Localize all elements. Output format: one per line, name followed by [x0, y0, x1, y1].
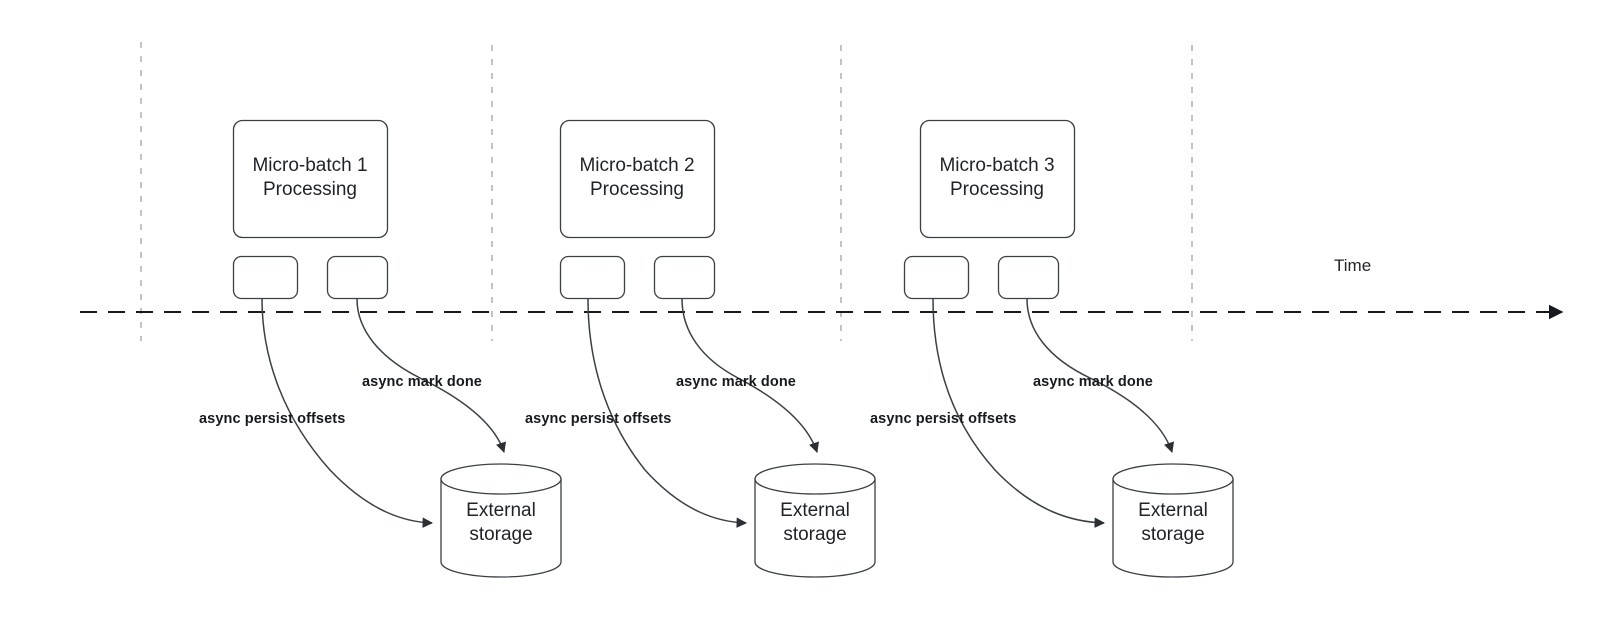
edge-label-group-2-mark-done: async mark done: [676, 374, 796, 390]
storage-subtitle-2: storage: [783, 523, 847, 545]
diagram-shapes: [232, 119, 1234, 578]
external-storage-2[interactable]: [754, 463, 876, 578]
storage-subtitle-3: storage: [1141, 523, 1205, 545]
storage-body-3: [1112, 478, 1234, 578]
micro-batch-box-3[interactable]: [919, 119, 1076, 239]
task-box-1-2[interactable]: [326, 255, 389, 300]
storage-title-1: External: [466, 499, 536, 521]
storage-body-2: [754, 478, 876, 578]
task-box-3-1[interactable]: [903, 255, 970, 300]
micro-batch-subtitle-3: Processing: [950, 178, 1044, 200]
edge-label-group-1-persist-offsets: async persist offsets: [199, 411, 346, 427]
edge-label-group-3-persist-offsets: async persist offsets: [870, 411, 1017, 427]
micro-batch-subtitle-2: Processing: [590, 178, 684, 200]
micro-batch-title-1: Micro-batch 1: [252, 154, 368, 176]
storage-body-1: [440, 478, 562, 578]
storage-top-ellipse-1: [440, 463, 562, 495]
task-box-3-2[interactable]: [997, 255, 1060, 300]
micro-batch-title-3: Micro-batch 3: [939, 154, 1055, 176]
storage-title-3: External: [1138, 499, 1208, 521]
external-storage-1[interactable]: [440, 463, 562, 578]
storage-subtitle-1: storage: [469, 523, 533, 545]
micro-batch-box-1[interactable]: [232, 119, 389, 239]
edge-label-group-3-mark-done: async mark done: [1033, 374, 1153, 390]
storage-top-ellipse-2: [754, 463, 876, 495]
time-axis-label: Time: [1334, 256, 1372, 275]
edge-label-group-2-persist-offsets: async persist offsets: [525, 411, 672, 427]
task-box-1-1[interactable]: [232, 255, 299, 300]
storage-title-2: External: [780, 499, 850, 521]
edge-label-group-1-mark-done: async mark done: [362, 374, 482, 390]
external-storage-3[interactable]: [1112, 463, 1234, 578]
timeline-guides: [140, 42, 1193, 341]
micro-batch-subtitle-1: Processing: [263, 178, 357, 200]
micro-batch-box-2[interactable]: [559, 119, 716, 239]
task-box-2-2[interactable]: [653, 255, 716, 300]
storage-top-ellipse-3: [1112, 463, 1234, 495]
async-edges: [261, 298, 1174, 528]
micro-batch-title-2: Micro-batch 2: [579, 154, 695, 176]
task-box-2-1[interactable]: [559, 255, 626, 300]
